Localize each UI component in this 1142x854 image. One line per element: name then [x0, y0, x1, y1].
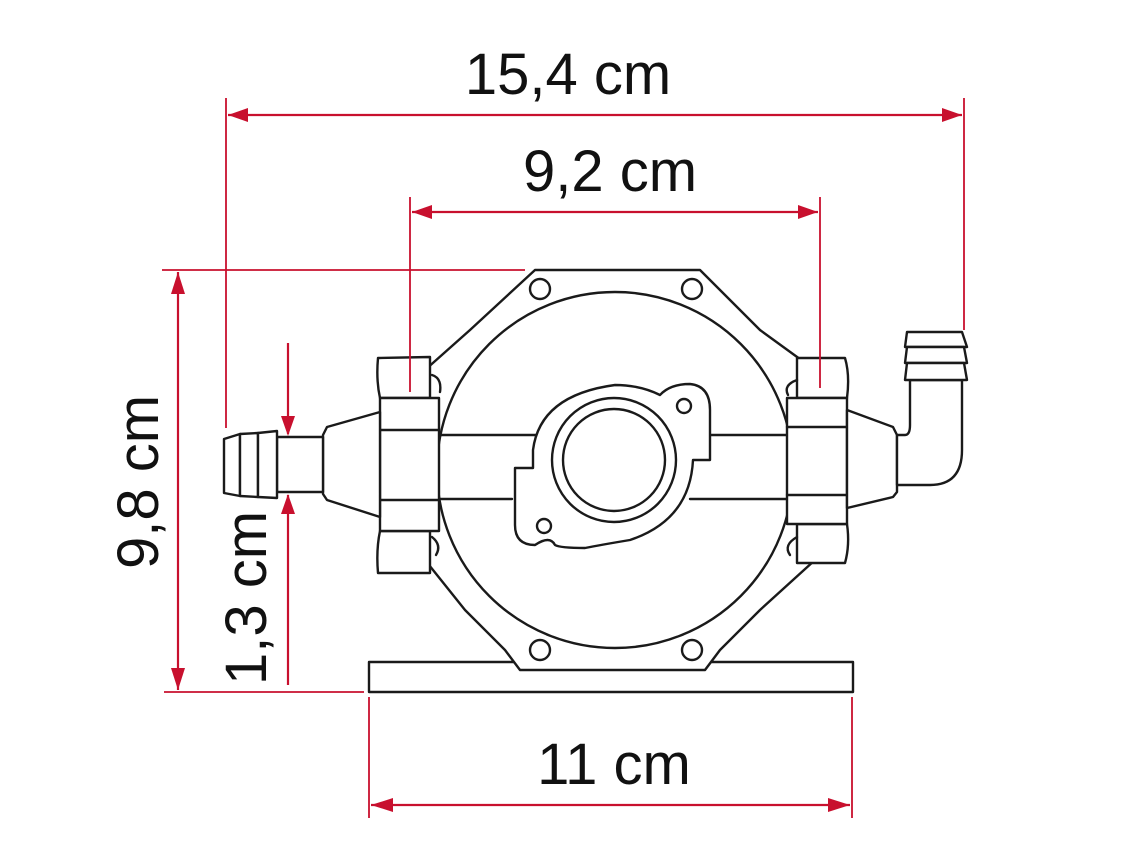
arrow-left-icon — [228, 108, 248, 122]
dimension-port-spacing: 9,2 cm — [409, 139, 821, 392]
right-port-clamp — [785, 356, 850, 565]
arrow-down-icon — [281, 416, 295, 436]
right-nozzle-cone — [845, 408, 899, 510]
outlet-ring-outer — [550, 396, 678, 524]
arrow-right-icon — [798, 205, 818, 219]
inlet-hose-barb — [222, 429, 279, 500]
pump-drawing — [222, 268, 969, 694]
arrow-down-icon — [171, 668, 185, 690]
base-width-label: 11 cm — [537, 732, 691, 797]
inlet-height-label: 1,3 cm — [214, 511, 279, 685]
arrow-up-icon — [281, 494, 295, 514]
port-spacing-label: 9,2 cm — [523, 139, 697, 204]
outlet-hose-barb — [903, 330, 969, 382]
arrow-up-icon — [171, 272, 185, 294]
dimension-base-width: 11 cm — [368, 697, 853, 818]
outlet-elbow — [895, 378, 964, 487]
left-port-clamp — [376, 355, 442, 575]
arrow-left-icon — [371, 798, 393, 812]
arrow-left-icon — [412, 205, 432, 219]
overall-height-label: 9,8 cm — [106, 395, 171, 569]
outlet-ring-inner — [561, 407, 667, 513]
dimension-overall-width: 15,4 cm — [225, 42, 965, 428]
housing-bolt-holes — [528, 277, 704, 662]
dimension-inlet-height: 1,3 cm — [214, 343, 295, 685]
arrow-right-icon — [942, 108, 962, 122]
arrow-right-icon — [828, 798, 850, 812]
dimension-overall-height: 9,8 cm — [106, 269, 525, 693]
overall-width-label: 15,4 cm — [465, 42, 671, 107]
left-nozzle-cone — [321, 410, 382, 519]
inlet-tube — [275, 435, 325, 494]
